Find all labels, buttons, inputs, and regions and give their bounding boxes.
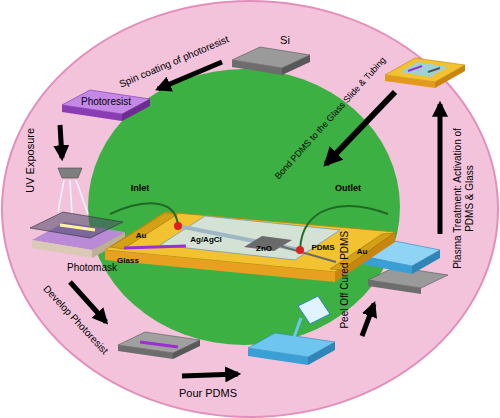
wafer-side — [282, 55, 310, 75]
pdms-side — [248, 348, 308, 365]
process-arrows — [60, 62, 440, 376]
pdms-side — [308, 342, 335, 365]
wafer-side — [232, 60, 282, 75]
slide-side — [385, 75, 435, 88]
port-label: Inlet — [131, 183, 150, 193]
process-arrow — [60, 125, 62, 158]
part-label: PDMS — [311, 243, 334, 252]
ag-agcl-electrode — [124, 246, 186, 248]
process-arrow — [438, 104, 443, 234]
pdms-side — [412, 250, 440, 274]
uv-lamp — [58, 168, 82, 178]
resist-pattern — [140, 342, 178, 347]
electrode — [408, 66, 422, 71]
port — [174, 222, 182, 230]
electrode — [428, 68, 440, 72]
wafer-side — [118, 345, 173, 359]
wafer-side — [62, 105, 122, 121]
pdms-block — [160, 216, 340, 260]
part-label: Glass — [117, 256, 139, 265]
step-label: UV Exposure — [24, 128, 37, 193]
step-label: Peel Off Cured PDMS — [339, 231, 351, 329]
material-label: Photomask — [67, 262, 117, 274]
step-label: Plasma Treatment: Activation of PDMS & G… — [452, 123, 475, 273]
inner-circle — [88, 69, 400, 345]
pdms-stream — [293, 318, 301, 340]
part-label: Au — [136, 231, 147, 240]
uv-ray — [70, 180, 72, 214]
uv-ray — [76, 180, 88, 214]
process-arrow — [362, 304, 374, 336]
uv-rays — [58, 180, 88, 214]
part-label: Ag/AgCl — [190, 235, 222, 244]
wafer-side — [368, 280, 421, 294]
pour-cup — [298, 296, 330, 324]
photomask — [30, 212, 123, 238]
step-label: Pour PDMS — [179, 387, 237, 400]
inlet-tube — [110, 203, 178, 226]
material-label: Photoresist — [81, 96, 131, 108]
part-label: Au — [357, 247, 368, 256]
process-arrow — [182, 374, 238, 376]
port — [296, 246, 304, 254]
material-label: Si — [280, 34, 290, 47]
wafer-side — [32, 240, 92, 258]
wafer-side — [173, 340, 200, 359]
uv-ray — [58, 180, 64, 212]
pdms-block — [400, 62, 448, 77]
part-label: ZnO — [256, 244, 272, 253]
mask-opening — [60, 225, 95, 230]
port-label: Outlet — [335, 183, 361, 193]
